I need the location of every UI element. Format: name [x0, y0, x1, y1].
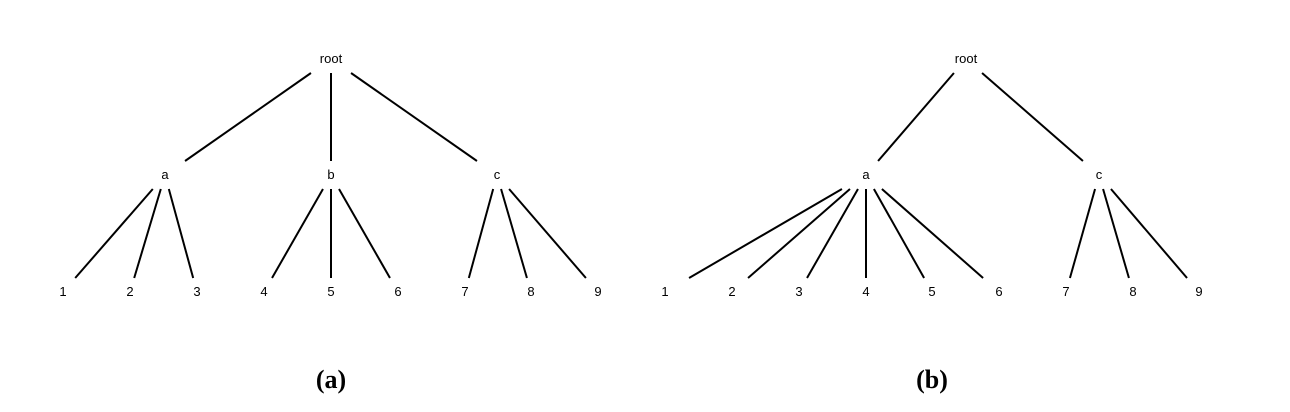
- tree-a-node-root: root: [320, 51, 343, 66]
- tree-b-node-n1: 1: [661, 284, 668, 299]
- tree-b-node-n9: 9: [1195, 284, 1202, 299]
- tree-a-edge-b-n6: [338, 188, 391, 279]
- tree-b-node-n4: 4: [862, 284, 869, 299]
- tree-a-edge-c-n9: [508, 188, 587, 279]
- tree-a-node-n8: 8: [527, 284, 534, 299]
- tree-a-panel: root a b c 1 2 3 4 5 6 7 8 9 (a): [59, 51, 601, 394]
- tree-b-node-n8: 8: [1129, 284, 1136, 299]
- tree-a-node-n6: 6: [394, 284, 401, 299]
- tree-b-edge-a-n1: [688, 188, 843, 279]
- tree-a-node-n5: 5: [327, 284, 334, 299]
- tree-a-node-n4: 4: [260, 284, 267, 299]
- tree-b-node-n6: 6: [995, 284, 1002, 299]
- tree-b-edge-root-c: [981, 72, 1084, 162]
- tree-b-edge-a-n2: [747, 188, 851, 279]
- tree-a-node-n7: 7: [461, 284, 468, 299]
- tree-b-edge-a-n6: [881, 188, 984, 279]
- tree-a-edge-c-n7: [467, 188, 495, 279]
- tree-b-edge-a-n3: [806, 188, 859, 279]
- tree-a-node-a: a: [161, 167, 169, 182]
- tree-b-node-a: a: [862, 167, 870, 182]
- tree-a-edge-c-n8: [500, 188, 528, 279]
- tree-a-caption: (a): [316, 365, 346, 394]
- tree-a-edge-root-a: [184, 72, 312, 162]
- tree-b-node-root: root: [955, 51, 978, 66]
- tree-b-node-n7: 7: [1062, 284, 1069, 299]
- tree-a-node-c: c: [494, 167, 501, 182]
- tree-a-node-n9: 9: [594, 284, 601, 299]
- tree-a-nodes: root a b c 1 2 3 4 5 6 7 8 9: [59, 51, 601, 299]
- tree-a-node-b: b: [327, 167, 334, 182]
- tree-a-edge-a-n2: [133, 188, 162, 279]
- tree-b-edge-c-n9: [1110, 188, 1188, 279]
- tree-b-edge-c-n8: [1102, 188, 1130, 279]
- tree-b-panel: root a c 1 2 3 4 5 6 7 8 9 (b): [661, 51, 1202, 394]
- tree-b-caption: (b): [916, 365, 948, 394]
- tree-b-edge-c-n7: [1068, 188, 1097, 279]
- tree-a-edge-a-n1: [74, 188, 154, 279]
- tree-b-edge-root-a: [877, 72, 955, 162]
- tree-a-edges: [74, 72, 587, 279]
- tree-b-node-n3: 3: [795, 284, 802, 299]
- tree-a-edge-a-n3: [167, 188, 195, 279]
- tree-b-edge-a-n5: [873, 188, 925, 279]
- tree-a-node-n2: 2: [126, 284, 133, 299]
- tree-a-node-n3: 3: [193, 284, 200, 299]
- tree-b-node-c: c: [1096, 167, 1103, 182]
- tree-b-edges: [688, 72, 1188, 279]
- tree-b-node-n5: 5: [928, 284, 935, 299]
- tree-a-node-n1: 1: [59, 284, 66, 299]
- tree-b-node-n2: 2: [728, 284, 735, 299]
- tree-b-nodes: root a c 1 2 3 4 5 6 7 8 9: [661, 51, 1202, 299]
- tree-a-edge-root-c: [350, 72, 478, 162]
- tree-a-edge-b-n4: [271, 188, 324, 279]
